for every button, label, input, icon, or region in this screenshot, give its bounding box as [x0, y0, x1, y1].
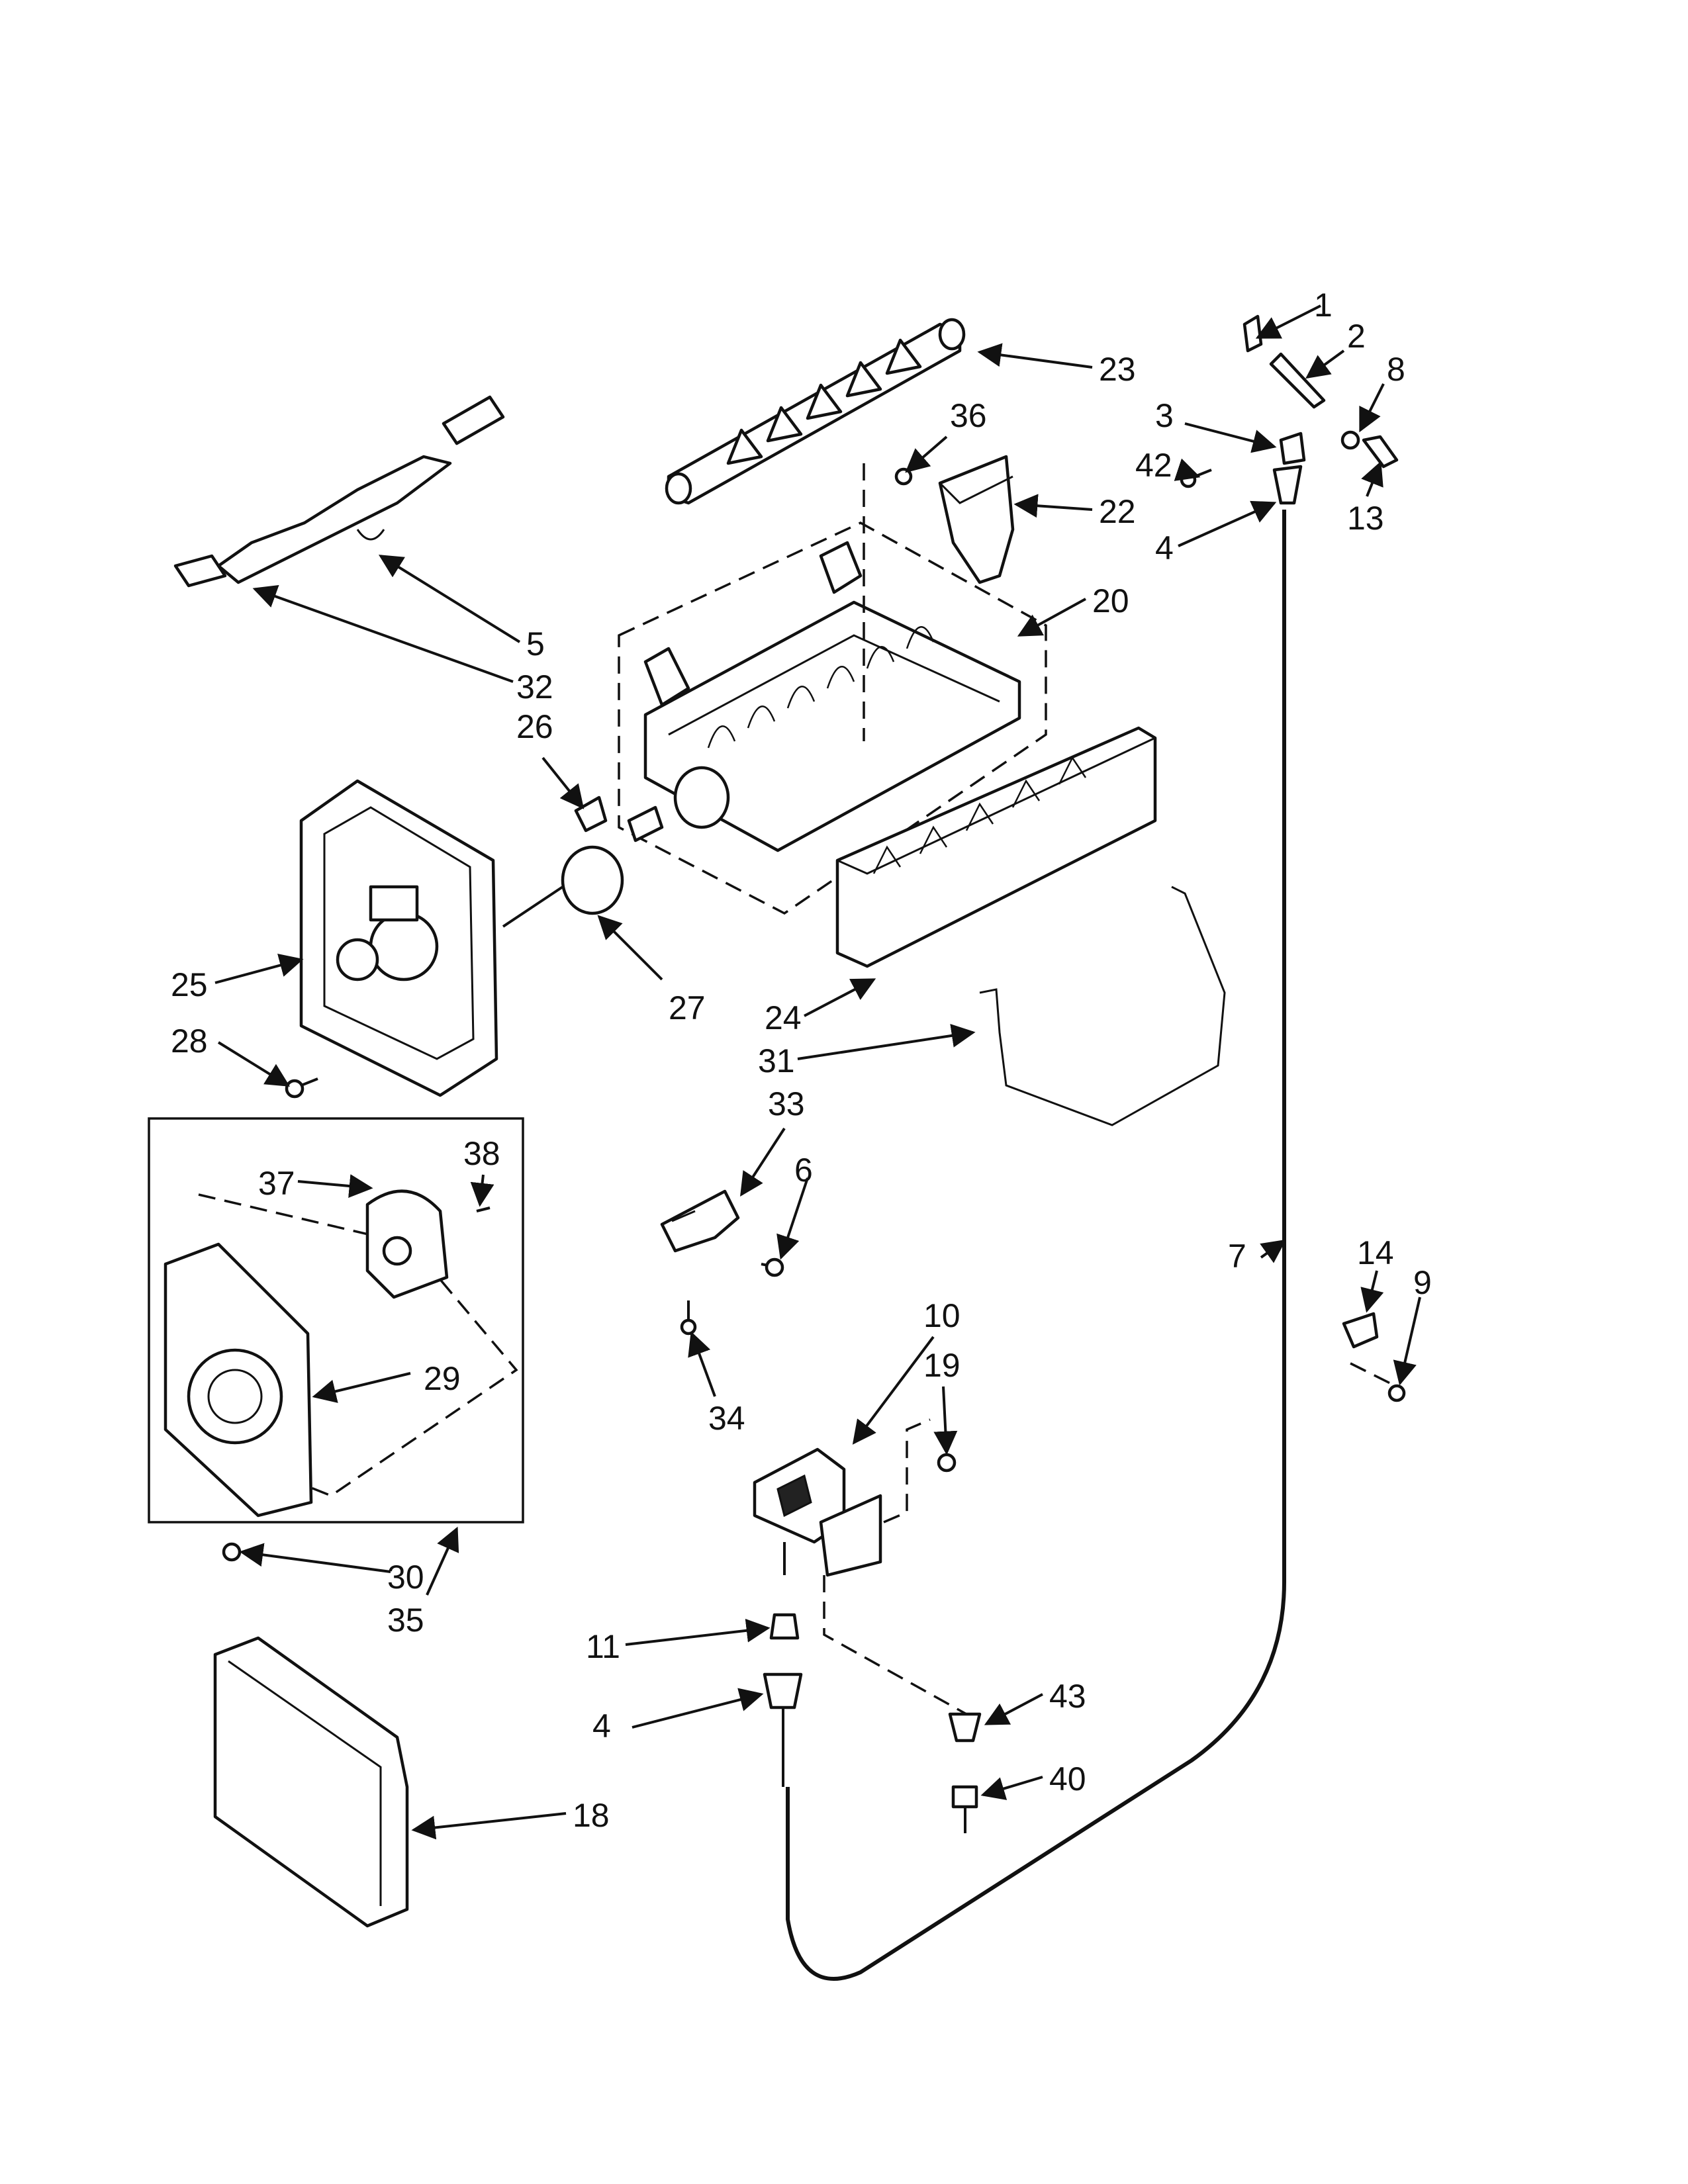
callout-38: 38 — [463, 1135, 500, 1172]
callout-35: 35 — [387, 1602, 424, 1639]
module-housing-part — [299, 779, 498, 1097]
valve-fittings-part — [763, 1613, 803, 1787]
callout-4-lower: 4 — [592, 1707, 611, 1745]
callout-36: 36 — [950, 397, 987, 434]
callout-9: 9 — [1413, 1264, 1432, 1301]
callout-32: 32 — [516, 668, 553, 705]
callout-25: 25 — [171, 966, 208, 1003]
callout-13: 13 — [1347, 500, 1384, 537]
callout-1: 1 — [1314, 287, 1333, 324]
callout-20: 20 — [1092, 582, 1129, 619]
cover-part — [660, 1189, 784, 1336]
callout-22: 22 — [1099, 493, 1136, 530]
wire-harness-part — [173, 395, 505, 588]
callout-42: 42 — [1135, 447, 1172, 484]
callout-29: 29 — [424, 1360, 461, 1397]
callout-14: 14 — [1357, 1234, 1394, 1271]
water-valve-part — [753, 1418, 967, 1715]
callout-34: 34 — [708, 1400, 745, 1437]
filter-part — [213, 1636, 409, 1928]
clip-part — [574, 796, 608, 833]
outlet-fittings-part — [948, 1712, 982, 1833]
motor-assembly-part — [148, 1117, 524, 1562]
leader-lines — [214, 304, 1421, 1840]
callout-4-upper: 4 — [1155, 529, 1174, 567]
shutoff-arm-part — [979, 886, 1226, 1126]
callout-19: 19 — [923, 1347, 961, 1384]
fill-cup-part — [938, 455, 1015, 584]
callout-43: 43 — [1049, 1678, 1086, 1715]
callout-18: 18 — [573, 1797, 610, 1834]
clamp-part — [1342, 1312, 1406, 1402]
screw-36-part — [863, 463, 913, 741]
callout-37: 37 — [258, 1165, 295, 1202]
ejector-shaft-part — [665, 318, 966, 505]
callout-6: 6 — [794, 1152, 813, 1189]
callout-28: 28 — [171, 1023, 208, 1060]
callout-23: 23 — [1099, 351, 1136, 388]
callout-24: 24 — [765, 999, 802, 1036]
callout-5: 5 — [526, 625, 545, 662]
inlet-fittings-part — [1180, 314, 1399, 505]
callout-2: 2 — [1347, 318, 1366, 355]
callout-30: 30 — [387, 1559, 424, 1596]
screw-28-part — [285, 1077, 318, 1099]
water-tube-part — [786, 510, 1286, 1981]
callout-27: 27 — [669, 989, 706, 1026]
thermostat-part — [502, 845, 624, 928]
callout-labels: 1 2 8 3 42 13 4 23 36 22 20 5 32 26 27 2… — [171, 287, 1432, 1834]
callout-10: 10 — [923, 1297, 961, 1334]
stripper-part — [835, 726, 1157, 968]
callout-31: 31 — [758, 1042, 795, 1079]
callout-7: 7 — [1228, 1238, 1246, 1275]
callout-8: 8 — [1387, 351, 1405, 388]
callout-33: 33 — [768, 1085, 805, 1122]
mold-part — [618, 522, 1047, 915]
callout-11: 11 — [586, 1628, 620, 1665]
callout-3: 3 — [1155, 397, 1174, 434]
callout-40: 40 — [1049, 1760, 1086, 1797]
callout-26: 26 — [516, 708, 553, 745]
